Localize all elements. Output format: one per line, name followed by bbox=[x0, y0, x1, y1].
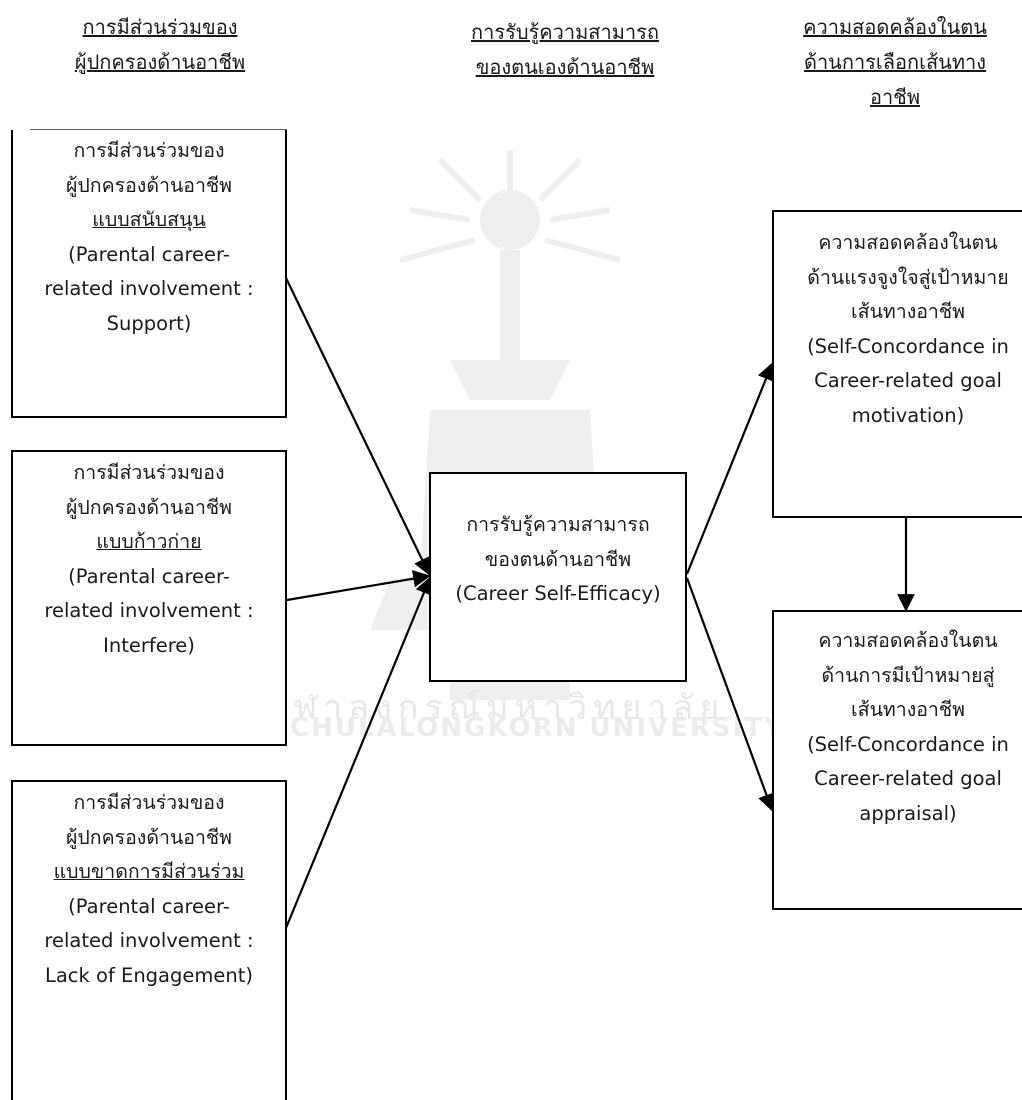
arrow-support-to-efficacy bbox=[285, 277, 431, 576]
header-self-concordance: ความสอดคล้องในตน ด้านการเลือกเส้นทาง อาช… bbox=[803, 15, 987, 109]
watermark-thai-text: จุฬาลงกรณ์มหาวิทยาลัย bbox=[268, 688, 726, 728]
arrow-interfere-to-efficacy bbox=[286, 569, 431, 602]
box-career-self-efficacy: การรับรู้ความสามารถ ของตนด้านอาชีพ (Care… bbox=[429, 472, 687, 682]
box-parental-lack-of-engagement: การมีส่วนร่วมของ ผู้ปกครองด้านอาชีพ แบบข… bbox=[11, 780, 287, 1100]
arrow-lack-to-efficacy bbox=[284, 576, 433, 929]
arrow-efficacy-to-appraisal bbox=[685, 577, 775, 812]
box-self-concordance-motivation: ความสอดคล้องในตน ด้านแรงจูงใจสู่เป้าหมาย… bbox=[772, 210, 1022, 518]
header-career-self-efficacy: การรับรู้ความสามารถ ของตนเองด้านอาชีพ bbox=[471, 20, 659, 79]
connector-arrows bbox=[30, 129, 915, 929]
box-parental-interfere: การมีส่วนร่วมของ ผู้ปกครองด้านอาชีพ แบบก… bbox=[11, 450, 287, 746]
box-parental-support: การมีส่วนร่วมของ ผู้ปกครองด้านอาชีพ แบบส… bbox=[11, 130, 287, 418]
box-self-concordance-appraisal: ความสอดคล้องในตน ด้านการมีเป้าหมายสู่ เส… bbox=[772, 610, 1022, 910]
header-parental-involvement: การมีส่วนร่วมของ ผู้ปกครองด้านอาชีพ bbox=[74, 15, 246, 74]
arrow-efficacy-to-motivation bbox=[685, 362, 775, 575]
